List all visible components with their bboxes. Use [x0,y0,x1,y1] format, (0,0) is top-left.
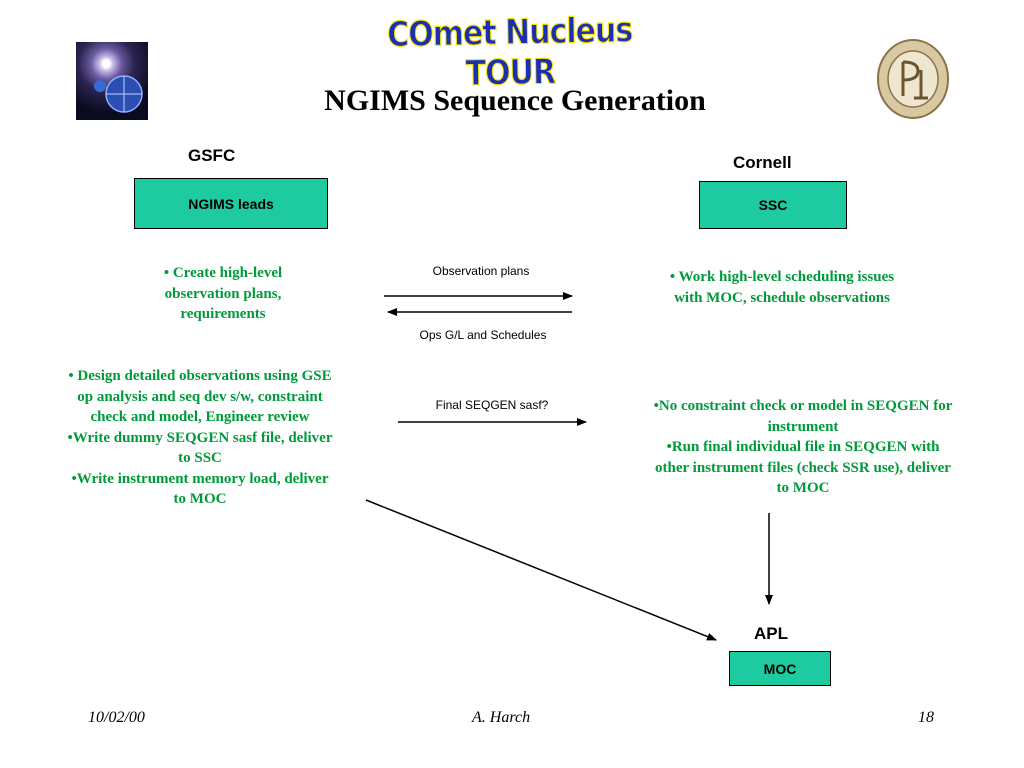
task-line: to SSC [178,450,222,466]
task-line: •Write dummy SEQGEN sasf file, deliver [67,429,333,446]
footer-date: 10/02/00 [88,709,145,726]
task-line: • Work high-level scheduling issues [669,269,895,285]
task-line: •Run final individual file in SEQGEN wit… [666,439,940,455]
footer-author: A. Harch [472,709,531,726]
comet-spacecraft-image [76,42,148,120]
task-line: check and model, Engineer review [90,409,310,425]
ssc-final-tasks: •No constraint check or model in SEQGEN … [626,396,980,499]
task-line: requirements [180,306,266,322]
org-label-cornell: Cornell [733,153,792,172]
task-line: •Write instrument memory load, deliver [71,470,329,487]
flow-label-final-seqgen: Final SEQGEN sasf? [435,398,549,412]
gsfc-highlevel-tasks: • Create high-level observation plans, r… [120,263,326,325]
moc-box: MOC [729,651,831,686]
flow-label-ops-schedules: Ops G/L and Schedules [419,328,547,342]
gsfc-detailed-tasks: • Design detailed observations using GSE… [40,366,360,510]
org-label-apl: APL [754,624,788,643]
task-line: with MOC, schedule observations [674,289,890,306]
task-line: • Design detailed observations using GSE [68,368,332,384]
task-line: instrument [767,418,839,435]
task-line: to MOC [173,491,227,507]
task-line: • Create high-level [163,265,283,281]
org-label-gsfc: GSFC [188,146,236,165]
task-line: •No constraint check or model in SEQGEN … [653,398,953,414]
task-line: observation plans, [164,285,282,302]
task-line: to MOC [776,480,830,496]
footer-page-number: 18 [918,709,934,726]
ssc-box: SSC [699,181,847,229]
ngims-leads-box: NGIMS leads [134,178,328,229]
task-line: op analysis and seq dev s/w, constraint [77,388,323,405]
jhu-seal-icon [876,38,950,120]
arrow-gsfc-to-moc [365,499,717,641]
slide-title: NGIMS Sequence Generation [324,84,706,117]
task-line: other instrument files (check SSR use), … [655,459,951,476]
ssc-highlevel-tasks: • Work high-level scheduling issues with… [632,267,932,308]
flow-label-observation-plans: Observation plans [432,264,530,278]
